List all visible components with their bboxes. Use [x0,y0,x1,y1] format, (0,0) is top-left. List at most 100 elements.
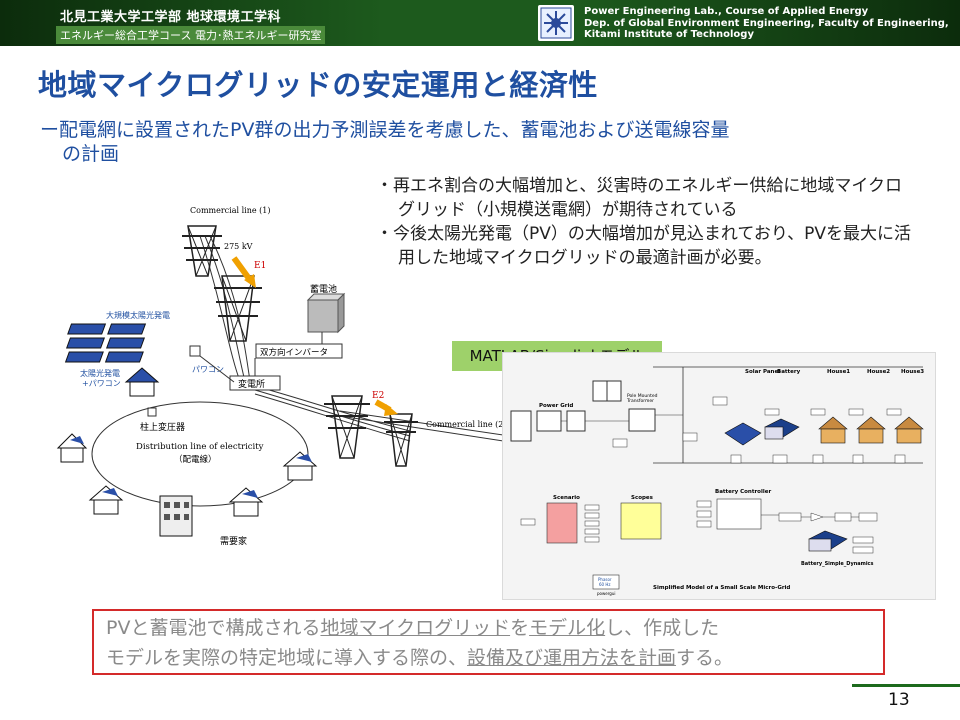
subtitle-line2: の計画 [62,143,120,165]
sim-block [712,396,728,406]
consumer-label: 需要家 [220,535,247,547]
subtitle-line1: ー配電網に設置されたPV群の出力予測誤差を考慮した、蓄電池および送電線容量 [40,119,730,141]
bullet-item: ・再エネ割合の大幅増加と、災害時のエネルギー供給に地域マイクログリッド（小規模送… [376,176,902,220]
simulink-model-diagram: Solar Panel Battery House1 House2 House3… [502,352,936,600]
sim-source-block [510,410,532,442]
sim-breaker-block [606,380,622,402]
battery-label: 蓄電池 [310,283,337,295]
slide-subtitle: ー配電網に設置されたPV群の出力予測誤差を考慮した、蓄電池および送電線容量 の計… [40,118,900,166]
sim-powergui-block [592,574,620,590]
sim-house3-label: House3 [901,369,924,375]
commercial-line-2-label: Commercial line (2) [426,420,506,429]
footer-line [852,684,960,687]
substation-label: 変電所 [238,378,265,390]
sim-block [852,536,874,544]
sim-house2-label: House2 [867,369,890,375]
university-logo-icon [538,5,574,41]
sim-block [520,518,536,526]
building-icon [159,495,193,537]
sim-block [584,512,600,519]
sim-battery-icon [764,418,800,440]
sim-house1-label: House1 [827,369,850,375]
sim-block [584,536,600,543]
sim-block [772,454,788,464]
sim-battery-label: Battery [777,369,801,375]
sim-block [584,504,600,511]
sim-block [894,454,906,464]
sim-house-icon [894,416,924,444]
e1-label: E1 [254,261,266,271]
sim-block [764,408,780,416]
house-icon [56,433,88,463]
transmission-tower-icon [182,225,222,277]
conclusion-box: PVと蓄電池で構成される地域マイクログリッドをモデル化し、作成した モデルを実際… [92,609,885,675]
sim-block [696,500,712,508]
sim-model-title: Simplified Model of a Small Scale Micro-… [653,585,790,591]
sim-scenario-block [546,502,578,544]
commercial-line-1-label: Commercial line (1) [190,206,270,215]
sim-solar-panel-icon [724,422,762,446]
conclusion-text: PVと蓄電池で構成される [106,617,321,639]
sim-scopes-label: Scopes [631,495,654,501]
sim-block [612,438,628,448]
transmission-tower-icon [324,395,370,459]
sim-breaker-block [592,380,608,402]
sim-block [852,454,864,464]
inverter-box [255,343,343,359]
conclusion-underline: 設備及び運用方法を計画 [467,647,677,669]
pv-house-icon [124,367,160,397]
sim-grid-block [536,410,562,432]
sim-block [778,512,802,522]
house-icon [228,487,264,517]
sim-battery-controller-label: Battery Controller [715,489,771,495]
sim-block [858,512,878,522]
sim-block [696,510,712,518]
bullet-item: ・今後太陽光発電（PV）の大幅増加が見込まれており、PVを最大に活用した地域マイ… [376,224,912,268]
page-number: 13 [888,690,910,710]
conclusion-text: モデルを実際の特定地域に導入する際の、 [106,647,468,669]
conclusion-underline: モデル化 [529,617,606,639]
sim-house-icon [818,416,848,444]
distribution-jp-label: （配電線） [174,454,217,465]
sim-block [886,408,902,416]
sim-meter-block [566,410,586,432]
bullet-list: ・再エネ割合の大幅増加と、災害時のエネルギー供給に地域マイクログリッド（小規模送… [376,174,916,270]
distribution-line-ring [91,401,309,507]
sim-block [848,408,864,416]
microgrid-diagram: Commercial line (1) 275 kV E1 E2 蓄電池 双方向… [56,206,510,547]
sim-block [682,432,698,442]
pv-pcs-label: 太陽光発電+パワコン [80,368,121,388]
header-bar: 北見工業大学工学部 地球環境工学科 エネルギー総合工学コース 電力･熱エネルギー… [0,0,960,46]
pole-transformer-label: 柱上変圧器 [140,421,185,433]
distribution-line-label: Distribution line of electricity [136,442,264,452]
inverter-label: 双方向インバータ [260,347,328,358]
voltage-label: 275 kV [224,242,253,251]
sim-powergui-label: powergui [597,591,615,596]
sim-solar-panel-label: Solar Panel [745,369,780,375]
sim-battery-dynamics-label: Battery_Simple_Dynamics [801,561,874,567]
house-icon [88,485,124,515]
sim-block [584,528,600,535]
sim-scenario-label: Scenario [553,495,580,501]
sim-block [696,520,712,528]
pcs-label: パワコン [192,365,224,374]
university-name: 北見工業大学工学部 地球環境工学科 [60,10,282,25]
large-pv-label: 大規模太陽光発電 [106,310,170,320]
sim-scopes-block [620,502,662,540]
sim-house-icon [856,416,886,444]
battery-icon [307,299,339,333]
lab-en-line2: Dep. of Global Environment Engineering, … [584,17,949,29]
transmission-tower-icon [384,413,418,467]
sim-block [730,454,742,464]
conclusion-line1: PVと蓄電池で構成される地域マイクログリッドをモデル化し、作成した [106,613,883,643]
sim-block [834,512,852,522]
sim-block [584,520,600,527]
e1-arrow-icon [231,256,253,282]
conclusion-underline: 地域マイクログリッド [320,617,511,639]
e2-label: E2 [372,391,384,401]
pcs-box [189,345,201,357]
pole-transformer-box [147,407,157,417]
sim-block [812,454,824,464]
